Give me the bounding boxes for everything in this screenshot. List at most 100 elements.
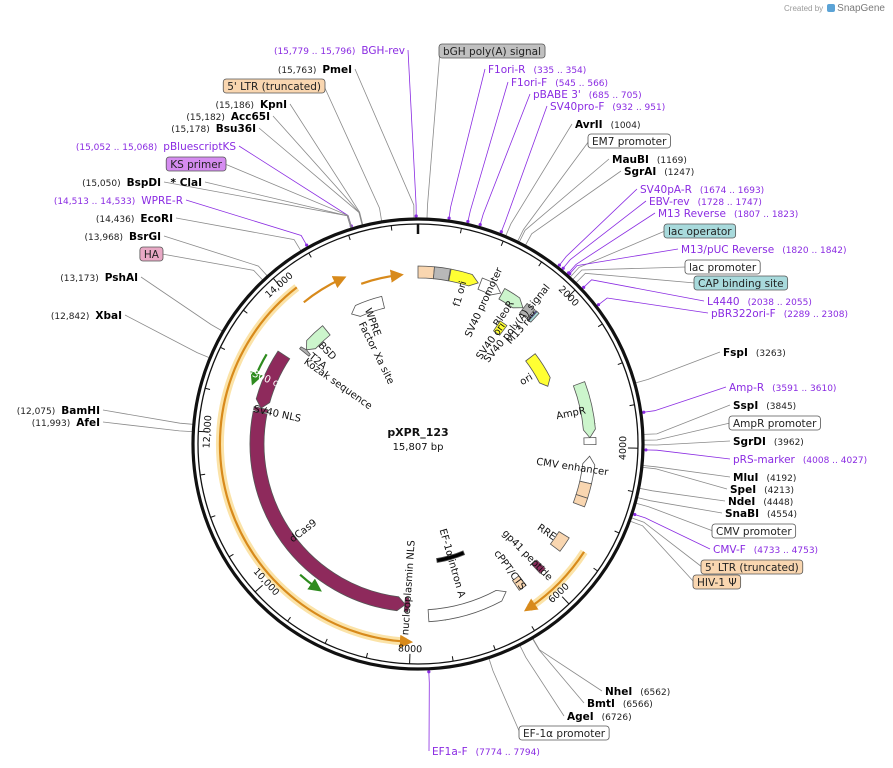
callout-ltr-5-truncated-bottom[interactable]: 5' LTR (truncated) <box>700 559 804 575</box>
callout-lac-promoter[interactable]: lac promoter <box>684 259 761 275</box>
feature-nucleoplasmin-nls[interactable]: nucleoplasmin NLS <box>400 540 417 636</box>
callout-position: (4008 .. 4027) <box>803 456 867 466</box>
callout-pbr322ori-f[interactable]: pBR322ori-F(2289 .. 2308) <box>711 308 848 320</box>
kozak-sequence: Kozak sequence <box>302 357 374 413</box>
callout-ef1a-promoter[interactable]: EF-1α promoter <box>518 725 610 741</box>
callout-sspi[interactable]: SspI(3845) <box>733 400 796 412</box>
callout-bamhi[interactable]: BamHI(12,075) <box>17 405 100 417</box>
callout-leader <box>505 123 573 236</box>
feature-hiv-psi-box[interactable] <box>572 493 589 508</box>
feature-lac-box[interactable] <box>528 311 540 323</box>
orf-arrow <box>250 353 268 386</box>
feature-ltr-5-box[interactable] <box>417 265 435 280</box>
feature-bgh-box[interactable] <box>432 266 451 282</box>
callout-fspi[interactable]: FspI(3263) <box>723 347 786 359</box>
callout-position: (1674 .. 1693) <box>700 186 764 196</box>
callout-bmti[interactable]: BmtI(6566) <box>587 698 653 710</box>
callout-leader <box>570 230 666 278</box>
callout-bsrgi[interactable]: BsrGI(13,968) <box>85 231 161 243</box>
callout-ef1a-f[interactable]: EF1a-F(7774 .. 7794) <box>432 746 540 758</box>
feature-p300-core[interactable]: p300 core <box>245 350 296 409</box>
feature-ef1a-intron-a[interactable]: EF-1α intron A <box>436 528 467 600</box>
feature-shape <box>427 589 507 623</box>
callout-ltr-5-truncated-top[interactable]: 5' LTR (truncated) <box>222 78 326 94</box>
callout-pmei[interactable]: PmeI(15,763) <box>278 64 352 76</box>
ring-tick-mark <box>597 323 603 328</box>
callout-ecori[interactable]: EcoRI(14,436) <box>96 213 173 225</box>
callout-spei[interactable]: SpeI(4213) <box>730 484 794 496</box>
callout-pshai[interactable]: PshAI(13,173) <box>60 272 138 284</box>
callout-position: (2038 .. 2055) <box>748 298 812 308</box>
callout-sgrdi[interactable]: SgrDI(3962) <box>733 436 804 448</box>
callout-bsu36i[interactable]: Bsu36I(15,178) <box>171 123 256 135</box>
callout-pbluescriptks[interactable]: pBluescriptKS(15,052 .. 15,068) <box>76 141 236 153</box>
callout-position: (14,513 .. 14,533) <box>54 197 135 207</box>
callout-label: F1ori-R <box>488 64 525 76</box>
callout-labels[interactable]: BGH-rev(15,779 .. 15,796) bGH poly(A) sig… <box>17 43 867 758</box>
callout-m13puc-reverse[interactable]: M13/pUC Reverse(1820 .. 1842) <box>681 244 846 256</box>
callout-pbabe-3[interactable]: pBABE 3'(685 .. 705) <box>533 89 642 101</box>
primer-site-mark <box>596 303 601 307</box>
primer-site-mark <box>568 272 572 276</box>
callout-nhei[interactable]: NheI(6562) <box>605 686 670 698</box>
callout-leader <box>561 200 647 271</box>
callout-leader <box>581 279 705 302</box>
callout-l4440[interactable]: L4440(2038 .. 2055) <box>707 296 812 308</box>
callout-f1ori-r[interactable]: F1ori-R(335 .. 354) <box>488 64 586 76</box>
callout-cap-binding-site[interactable]: CAP binding site <box>693 275 789 291</box>
callout-em7-promoter[interactable]: EM7 promoter <box>587 133 671 149</box>
callout-prs-marker[interactable]: pRS-marker(4008 .. 4027) <box>733 454 867 466</box>
callout-ks-primer[interactable]: KS primer <box>165 156 227 172</box>
callout-lac-operator[interactable]: lac operator <box>663 223 737 239</box>
callout-acc65i[interactable]: Acc65I(15,182) <box>186 111 270 123</box>
callout-position: (1807 .. 1823) <box>734 210 798 220</box>
callout-cmv-promoter[interactable]: CMV promoter <box>711 523 797 539</box>
callout-hiv-1-psi[interactable]: HIV-1 Ψ <box>692 574 742 590</box>
callout-leader <box>639 487 726 502</box>
ring-tick-mark <box>567 289 576 298</box>
ring-tick-mark <box>272 278 281 287</box>
callout-cmv-f[interactable]: CMV-F(4733 .. 4753) <box>713 544 818 556</box>
callout-bspdi[interactable]: BspDI(15,050) <box>82 177 161 189</box>
callout-wpre-r[interactable]: WPRE-R(14,513 .. 14,533) <box>54 195 183 207</box>
callout-ndei[interactable]: NdeI(4448) <box>728 496 793 508</box>
callout-sv40pro-f[interactable]: SV40pro-F(932 .. 951) <box>550 101 665 113</box>
callout-position: (11,993) <box>32 419 71 429</box>
callout-maubi[interactable]: MauBI(1169) <box>612 154 687 166</box>
callout-ebv-rev[interactable]: EBV-rev(1728 .. 1747) <box>649 196 762 208</box>
feature-shape <box>253 406 269 413</box>
feature-ampr-promoter-box[interactable] <box>583 437 597 446</box>
callout-sgrai[interactable]: SgrAI(1247) <box>624 166 694 178</box>
callout-label: pBABE 3' <box>533 89 581 101</box>
callout-label: KpnI <box>260 99 287 111</box>
callout-m13-reverse[interactable]: M13 Reverse(1807 .. 1823) <box>658 208 798 220</box>
callout-bgh-rev[interactable]: BGH-rev(15,779 .. 15,796) <box>274 45 405 57</box>
callout-amp-r[interactable]: Amp-R(3591 .. 3610) <box>729 382 836 394</box>
callout-label: 5' LTR (truncated) <box>705 562 799 574</box>
feature-cmv-enhancer[interactable]: CMV enhancer <box>535 455 610 485</box>
callout-avrii[interactable]: AvrII(1004) <box>575 119 641 131</box>
callout-xbai[interactable]: XbaI(12,842) <box>51 310 122 322</box>
feature-ef1a-promoter-box[interactable] <box>427 589 507 623</box>
callout-mlui[interactable]: MluI(4192) <box>733 472 796 484</box>
callout-ha[interactable]: HA <box>139 246 164 262</box>
callout-afei[interactable]: AfeI(11,993) <box>32 417 100 429</box>
callout-f1ori-f[interactable]: F1ori-F(545 .. 566) <box>511 77 608 89</box>
callout-leader <box>448 68 486 221</box>
feature-f1-ori[interactable]: f1 ori <box>448 268 479 308</box>
callout-clai[interactable]: * ClaI <box>171 177 202 189</box>
callout-snabi[interactable]: SnaBI(4554) <box>725 508 797 520</box>
ring-tick-mark <box>593 567 598 572</box>
feature-ampr[interactable]: AmpR <box>555 381 596 439</box>
callout-agei[interactable]: AgeI(6726) <box>567 711 632 723</box>
feature-rre[interactable]: RRE <box>535 522 570 552</box>
callout-kpni[interactable]: KpnI(15,186) <box>215 99 287 111</box>
callout-bgh-polya[interactable]: bGH poly(A) signal <box>438 43 546 59</box>
feature-label-box <box>518 725 610 741</box>
callout-leader-lines <box>102 49 731 752</box>
callout-sv40pa-r[interactable]: SV40pA-R(1674 .. 1693) <box>640 184 764 196</box>
feature-ori[interactable]: ori <box>518 353 551 388</box>
callout-ampr-promoter[interactable]: AmpR promoter <box>728 415 821 431</box>
callout-label: CMV-F <box>713 544 746 556</box>
